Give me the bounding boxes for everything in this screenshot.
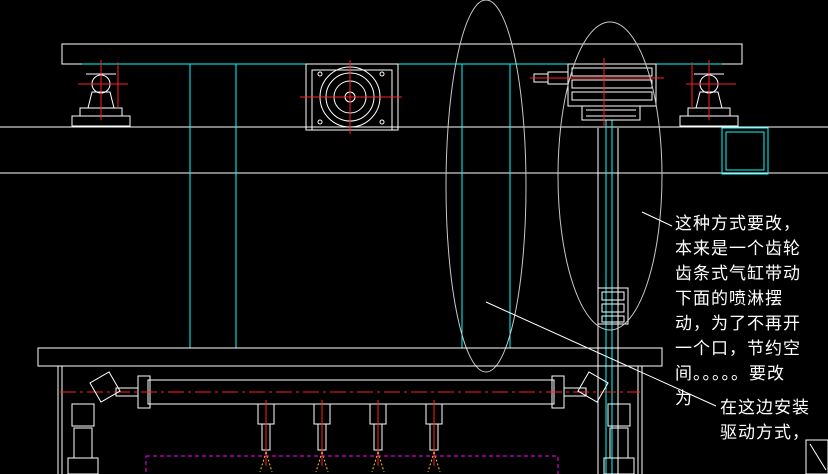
spray-nozzles [257,403,443,451]
right-swivel-joint [577,371,635,474]
swing-shaft [597,128,629,474]
highlight-ellipses [445,0,663,373]
redesign-note-line: 下面的喷淋摆 [675,289,783,309]
left-bearing-centerlines [78,60,128,120]
work-area-outline [145,455,559,474]
left-swivel-joint [67,371,121,474]
redesign-note-line: 一个口，节约空 [675,339,801,359]
redesign-note: 这种方式要改， 本来是一个齿轮 齿条式气缸带动 下面的喷淋摆 动，为了不再开 一… [675,212,801,412]
redesign-note-line: 本来是一个齿轮 [675,239,801,259]
corner-fragment [805,439,828,474]
frame-members [82,63,769,474]
right-bearing-centerlines [686,60,736,120]
install-note: 在这边安装 驱动方式， [720,396,810,446]
install-note-line: 驱动方式， [720,423,810,443]
redesign-note-line: 这种方式要改， [675,214,801,234]
gear-motor-centerlines [300,60,402,134]
redesign-note-line: 齿条式气缸带动 [675,264,801,284]
rack-cylinder [533,63,657,121]
redesign-note-line: 间。。。。。要改 [675,364,785,384]
redesign-note-line: 动，为了不再开 [675,314,801,334]
rack-cylinder-centerlines [530,58,664,128]
leader-lines [485,211,717,407]
lower-frame [37,347,663,474]
install-note-line: 在这边安装 [720,398,810,418]
nozzle-centerlines [265,400,435,466]
spray-fans [259,451,441,473]
redesign-note-line: 为 [675,389,693,409]
